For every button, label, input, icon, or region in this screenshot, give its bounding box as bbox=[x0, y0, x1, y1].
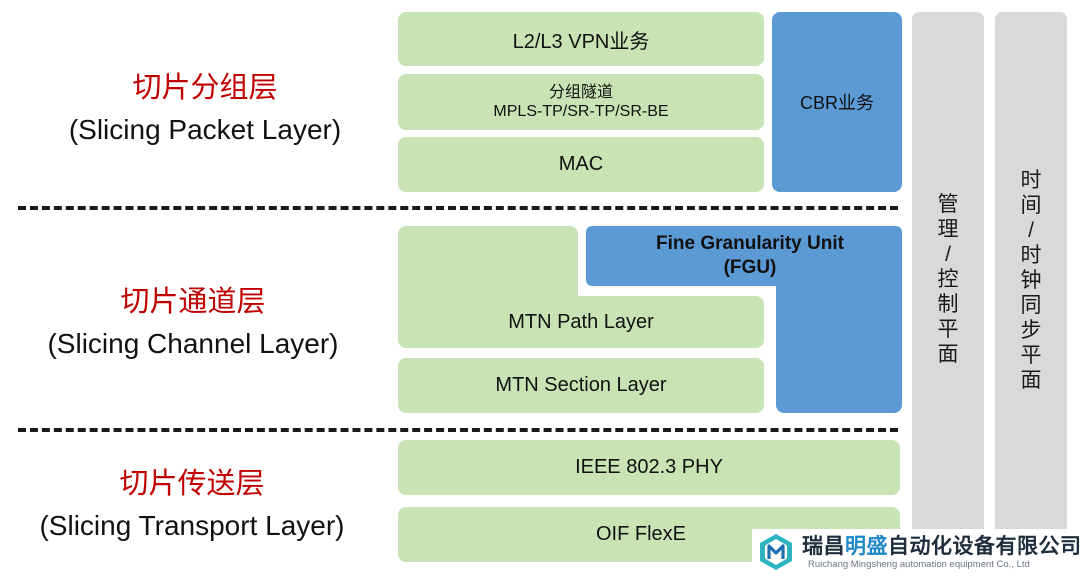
mac-label: MAC bbox=[558, 153, 604, 175]
plane-char: 管 bbox=[937, 193, 959, 216]
cbr-service-label: CBR业务 bbox=[799, 93, 874, 113]
vpn-service-box: L2/L3 VPN业务 bbox=[398, 12, 764, 66]
packet-layer-en: (Slicing Packet Layer) bbox=[68, 114, 342, 146]
plane-char: 钟 bbox=[1020, 269, 1042, 292]
plane-char: 平 bbox=[1020, 344, 1042, 367]
timing-sync-plane-label: 时 间 / 时 钟 同 步 平 面 bbox=[995, 168, 1067, 393]
plane-char: 面 bbox=[937, 343, 959, 366]
plane-char: 间 bbox=[1020, 194, 1042, 217]
management-control-plane-label: 管 理 / 控 制 平 面 bbox=[912, 192, 984, 367]
mac-box: MAC bbox=[398, 137, 764, 192]
transport-layer-title: 切片传送层 (Slicing Transport Layer) bbox=[12, 466, 372, 543]
plane-char: 制 bbox=[937, 293, 959, 316]
cbr-service-box: CBR业务 bbox=[772, 12, 902, 192]
company-name-part: 自动化设备有限公司 bbox=[888, 535, 1080, 558]
vpn-service-label: L2/L3 VPN业务 bbox=[512, 30, 650, 53]
fgu-label: Fine Granularity Unit (FGU) bbox=[600, 232, 900, 280]
plane-char: 步 bbox=[1020, 319, 1042, 342]
transport-layer-en: (Slicing Transport Layer) bbox=[39, 510, 345, 542]
mtn-section-box: MTN Section Layer bbox=[398, 358, 764, 413]
transport-layer-zh: 切片传送层 bbox=[119, 468, 265, 500]
fgu-label-line2: (FGU) bbox=[723, 257, 777, 278]
ieee-phy-label: IEEE 802.3 PHY bbox=[575, 456, 723, 478]
fgu-block-side bbox=[776, 240, 902, 413]
mtn-path-box: MTN Path Layer bbox=[398, 296, 764, 348]
mtn-section-label: MTN Section Layer bbox=[495, 374, 667, 396]
company-name-highlight: 明盛 bbox=[845, 535, 888, 558]
management-control-plane: 管 理 / 控 制 平 面 bbox=[912, 12, 984, 572]
plane-char: 平 bbox=[937, 318, 959, 341]
plane-char: / bbox=[1028, 219, 1034, 242]
plane-char: 理 bbox=[937, 218, 959, 241]
plane-char: 同 bbox=[1020, 294, 1042, 317]
packet-layer-title: 切片分组层 (Slicing Packet Layer) bbox=[30, 70, 380, 147]
plane-char: 时 bbox=[1020, 169, 1042, 192]
separator-top bbox=[18, 206, 898, 210]
packet-tunnel-en: MPLS-TP/SR-TP/SR-BE bbox=[493, 103, 669, 120]
company-name: 瑞昌明盛自动化设备有限公司 bbox=[802, 530, 1080, 560]
packet-layer-zh: 切片分组层 bbox=[132, 72, 278, 104]
separator-bottom bbox=[18, 428, 898, 432]
plane-char: 面 bbox=[1020, 369, 1042, 392]
plane-char: 控 bbox=[937, 268, 959, 291]
packet-tunnel-zh: 分组隧道 bbox=[548, 84, 613, 101]
plane-char: 时 bbox=[1020, 244, 1042, 267]
packet-tunnel-box: 分组隧道 MPLS-TP/SR-TP/SR-BE bbox=[398, 74, 764, 130]
ieee-phy-box: IEEE 802.3 PHY bbox=[398, 440, 900, 495]
channel-layer-en: (Slicing Channel Layer) bbox=[47, 328, 339, 360]
plane-char: / bbox=[945, 243, 951, 266]
company-logo-icon bbox=[760, 534, 792, 570]
channel-layer-zh: 切片通道层 bbox=[120, 286, 266, 318]
company-subtitle: Ruichang Mingsheng automation equipment … bbox=[808, 559, 1030, 570]
company-logo: 瑞昌明盛自动化设备有限公司 Ruichang Mingsheng automat… bbox=[752, 529, 1080, 577]
oif-flexe-label: OIF FlexE bbox=[596, 523, 687, 545]
mtn-path-label: MTN Path Layer bbox=[508, 310, 654, 333]
company-name-part: 瑞昌 bbox=[802, 535, 845, 558]
fgu-label-line1: Fine Granularity Unit bbox=[656, 233, 844, 254]
channel-layer-title: 切片通道层 (Slicing Channel Layer) bbox=[18, 284, 368, 361]
timing-sync-plane: 时 间 / 时 钟 同 步 平 面 bbox=[995, 12, 1067, 572]
